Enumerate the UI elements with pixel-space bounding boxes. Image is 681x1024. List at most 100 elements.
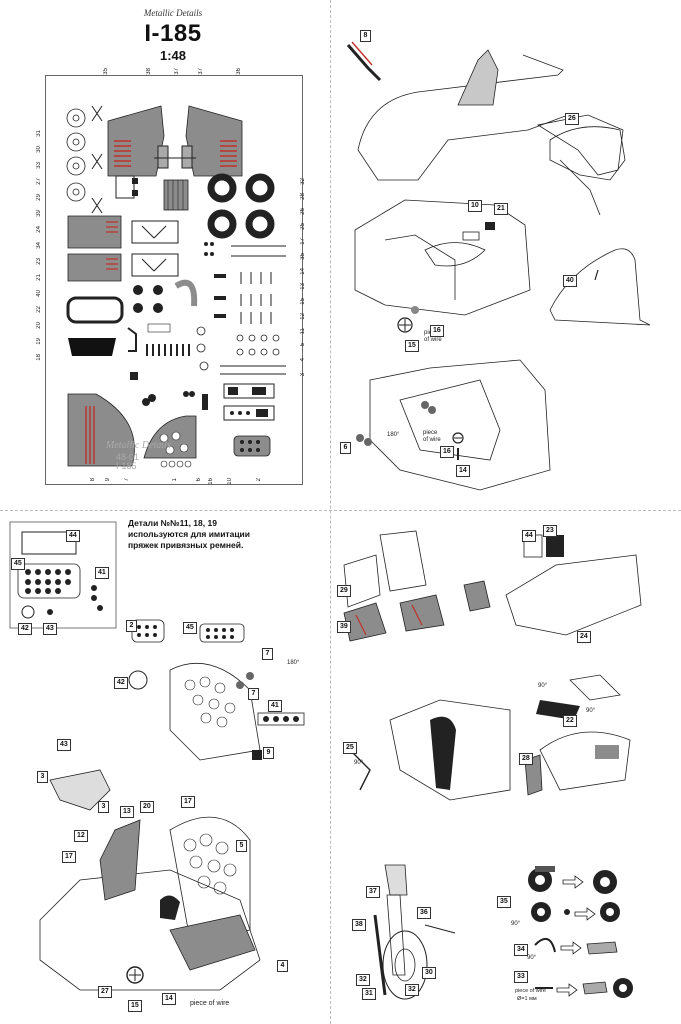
callout-32: 32 [356, 974, 370, 986]
fret-right-label-13: 13 [300, 283, 306, 290]
fret-bottom-label-1: 1 [172, 478, 178, 482]
callout-32: 32 [405, 984, 419, 996]
side-panels-drawing [343, 530, 642, 642]
callout-16: 16 [440, 446, 454, 458]
callout-41: 41 [95, 567, 109, 579]
wire-label-line1: piece [423, 430, 438, 436]
wire-label: piece of wire [515, 988, 546, 994]
callout-17: 17 [181, 796, 195, 808]
fret-right-label-5: 5 [300, 343, 306, 347]
callout-23: 23 [543, 525, 557, 537]
callout-45: 45 [11, 558, 25, 570]
cockpit-assembly-drawing [39, 769, 261, 991]
callout-39: 39 [337, 621, 351, 633]
callout-43: 43 [43, 623, 57, 635]
fret-left-label-18: 18 [36, 354, 42, 361]
panel-parts-inset [9, 521, 117, 629]
fret-bottom-label-10: 10 [227, 478, 233, 485]
callout-8: 8 [360, 30, 371, 42]
fret-right-label-26: 26 [300, 208, 306, 215]
callout-45: 45 [183, 622, 197, 634]
callout-41: 41 [268, 700, 282, 712]
callout-33: 33 [514, 971, 528, 983]
callout-14: 14 [162, 993, 176, 1005]
fret-bottom-label-16: 16 [208, 478, 214, 485]
wire-label: piece of wire [423, 430, 441, 444]
fret-left-label-29: 29 [36, 194, 42, 201]
usage-note-line1: Детали №№11, 18, 19 [128, 518, 217, 528]
usage-note-line2: используются для имитации [128, 529, 251, 539]
angle-label: 90° [354, 760, 364, 766]
fret-watermark-model: I-185 [116, 461, 137, 471]
fret-right-label-12: 12 [300, 313, 306, 320]
fret-left-label-21: 21 [36, 274, 42, 281]
callout-6: 6 [340, 442, 351, 454]
landing-gear-drawing [373, 864, 456, 1000]
callout-27: 27 [98, 986, 112, 998]
cockpit-floor-drawing [354, 199, 531, 333]
angle-label: 180° [287, 660, 300, 666]
fret-left-label-33: 33 [36, 162, 42, 169]
fret-left-label-31: 31 [36, 130, 42, 137]
fret-top-label-37: 37 [174, 68, 180, 75]
wire-label-line2: of wire [423, 437, 441, 443]
callout-28: 28 [519, 753, 533, 765]
model-title: I-185 [144, 20, 202, 47]
brand-name: Metallic Details [143, 8, 203, 18]
fret-right-label-14: 14 [300, 268, 306, 275]
callout-7: 7 [262, 648, 273, 660]
fret-watermark-code: 48-01 [116, 452, 140, 462]
callout-44: 44 [66, 530, 80, 542]
callout-17: 17 [62, 851, 76, 863]
callout-26: 26 [565, 113, 579, 125]
fret-right-label-35: 35 [300, 253, 306, 260]
tail-fin-drawing [549, 248, 651, 326]
fret-right-label-11: 11 [300, 328, 306, 335]
fuselage-headrest-drawing [346, 41, 624, 181]
wire-label-line2: of wire [424, 337, 442, 343]
angle-label: 90° [586, 708, 596, 714]
callout-7: 7 [248, 688, 259, 700]
callout-15: 15 [128, 1000, 142, 1012]
fret-right-label-28: 28 [300, 193, 306, 200]
vertical-divider [330, 0, 331, 1024]
fret-bottom-label-6: 6 [196, 478, 202, 482]
fret-left-label-34: 34 [36, 242, 42, 249]
fret-right-label-4: 4 [300, 358, 306, 362]
fret-right-label-25: 25 [300, 223, 306, 230]
callout-31: 31 [362, 988, 376, 1000]
wire-label: piece of wire [190, 1000, 230, 1007]
callout-37: 37 [366, 886, 380, 898]
callout-42: 42 [114, 677, 128, 689]
callout-12: 12 [74, 830, 88, 842]
callout-13: 13 [120, 806, 134, 818]
horizontal-divider [0, 510, 681, 511]
callout-20: 20 [140, 801, 154, 813]
callout-15: 15 [405, 340, 419, 352]
fret-left-label-19: 19 [36, 338, 42, 345]
fret-right-label-15: 15 [300, 298, 306, 305]
wheel-detail-drawing [528, 866, 633, 998]
callout-36: 36 [417, 907, 431, 919]
angle-label: 90° [527, 955, 537, 961]
callout-2: 2 [126, 620, 137, 632]
usage-note-line3: пряжек привязных ремней. [128, 540, 244, 550]
callout-14: 14 [456, 465, 470, 477]
fret-right-label-3: 3 [300, 373, 306, 377]
diameter-note: Ø=1 мм [517, 996, 537, 1002]
fret-top-label-38: 38 [146, 68, 152, 75]
instrument-panel-assembly-drawing [128, 619, 305, 761]
fret-bottom-label-2: 2 [256, 478, 262, 482]
callout-44: 44 [522, 530, 536, 542]
angle-label: 180° [387, 432, 400, 438]
canopy-frame-drawing [349, 699, 511, 801]
fret-left-label-40: 40 [36, 290, 42, 297]
callout-3: 3 [98, 801, 109, 813]
angle-label: 90° [511, 921, 521, 927]
callout-42: 42 [18, 623, 32, 635]
fret-parts-drawing [66, 105, 286, 468]
fret-bottom-label-9: 9 [105, 478, 111, 482]
fret-bottom-label-7: 7 [124, 478, 130, 482]
callout-38: 38 [352, 919, 366, 931]
fuselage-side-drawing [549, 126, 626, 216]
